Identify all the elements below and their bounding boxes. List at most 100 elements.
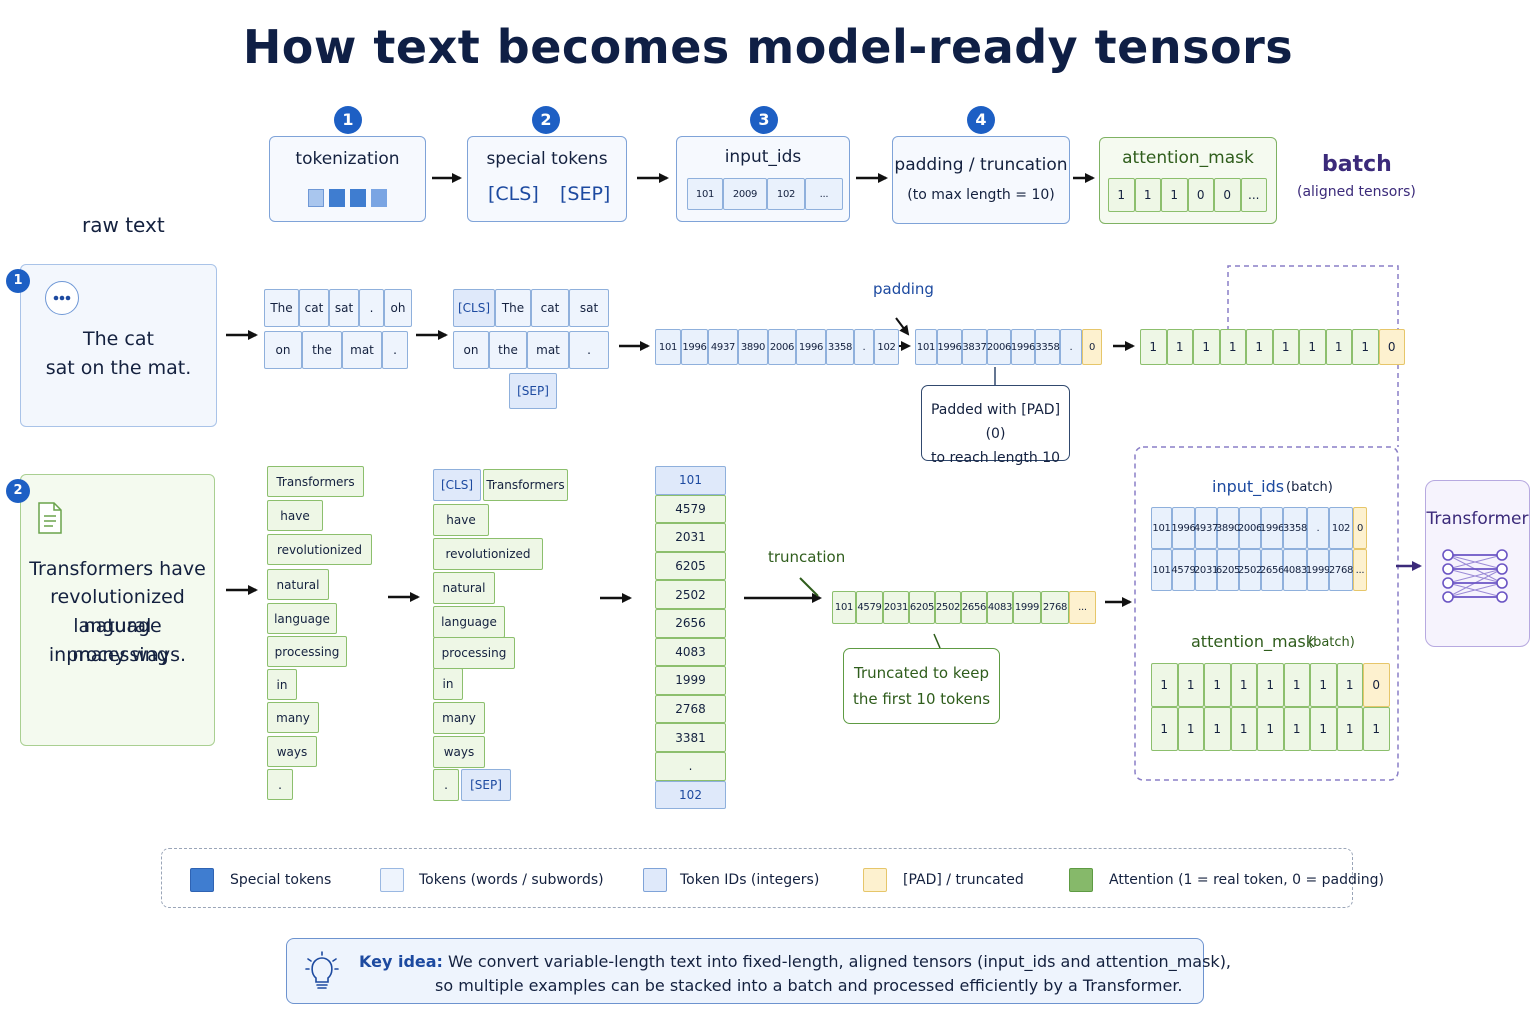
legend-label-tokens: Tokens (words / subwords) bbox=[419, 872, 604, 888]
token-cell: . bbox=[359, 289, 384, 327]
batch-mask-cell: 1 bbox=[1204, 707, 1231, 751]
token-cell: on bbox=[453, 331, 489, 369]
legend-swatch-special bbox=[190, 868, 214, 892]
batch-id-cell: 4937 bbox=[1194, 507, 1218, 549]
chat-bubble-icon bbox=[45, 281, 79, 315]
mask-cell: 1 bbox=[1166, 329, 1193, 365]
batch-mask-cell: 1 bbox=[1177, 707, 1204, 751]
example1-badge: 1 bbox=[6, 269, 30, 293]
batch-mask-cell: 1 bbox=[1257, 663, 1284, 707]
id-cell: 102 bbox=[874, 329, 899, 365]
id-cell: 2502 bbox=[655, 580, 726, 609]
truncation-note-line1: Truncated to keep bbox=[854, 664, 989, 682]
id-cell: 101 bbox=[832, 591, 856, 624]
batch-mask-cell: 1 bbox=[1310, 663, 1337, 707]
id-cell: . bbox=[1060, 329, 1082, 365]
example2-panel: Transformers have revolutionized natural… bbox=[20, 474, 215, 746]
token-cell: processing bbox=[267, 636, 347, 667]
raw-text-label: raw text bbox=[82, 213, 165, 237]
id-cell: 4083 bbox=[987, 591, 1013, 624]
batch-mask-cell: 1 bbox=[1363, 707, 1390, 751]
truncation-label: truncation bbox=[768, 548, 846, 566]
batch-id-cell: . bbox=[1307, 507, 1329, 549]
example2-text-line2: revolutionized natural bbox=[50, 586, 185, 637]
key-idea-box: Key idea: We convert variable-length tex… bbox=[286, 938, 1231, 1004]
id-cell: 3381 bbox=[655, 723, 726, 752]
legend-label-attention: Attention (1 = real token, 0 = padding) bbox=[1109, 872, 1384, 888]
truncation-note: Truncated to keep the first 10 tokens bbox=[843, 648, 1000, 724]
id-cell: 2768 bbox=[1041, 591, 1069, 624]
id-cell: 2006 bbox=[768, 329, 796, 365]
key-idea-bold: Key idea: bbox=[359, 952, 443, 971]
token-cell: on bbox=[264, 331, 302, 369]
batch-mask-cell: 1 bbox=[1230, 663, 1257, 707]
mask-cell: 1 bbox=[1299, 329, 1326, 365]
connector bbox=[799, 577, 819, 597]
id-cell: 1996 bbox=[1011, 329, 1035, 365]
mask-cell: 1 bbox=[1246, 329, 1273, 365]
batch-id-cell: 2768 bbox=[1329, 549, 1353, 591]
sep-token: [SEP] bbox=[560, 183, 611, 205]
mask-cell: 1 bbox=[1140, 329, 1167, 365]
step-badge-1: 1 bbox=[334, 106, 362, 134]
id-cell: 1996 bbox=[681, 329, 708, 365]
token-cell: . bbox=[382, 331, 408, 369]
token-cell: natural bbox=[267, 569, 329, 600]
batch-mask-cell: 1 bbox=[1310, 707, 1337, 751]
id-cell: . bbox=[655, 752, 726, 781]
batch-id-cell: 6205 bbox=[1216, 549, 1240, 591]
padding-label: padding bbox=[873, 280, 934, 298]
step-label: input_ids bbox=[724, 147, 802, 167]
batch-mask-sub: (batch) bbox=[1308, 635, 1355, 650]
padding-note: Padded with [PAD] (0) to reach length 10 bbox=[921, 385, 1070, 466]
batch-id-cell: 1996 bbox=[1171, 507, 1196, 549]
batch-id-cell: 2031 bbox=[1194, 549, 1218, 591]
batch-mask-cell: 1 bbox=[1177, 663, 1204, 707]
id-cell: 2031 bbox=[883, 591, 909, 624]
batch-mask-cell: 0 bbox=[1363, 663, 1390, 707]
token-cell: the bbox=[302, 331, 342, 369]
token-cell: in bbox=[433, 668, 463, 700]
id-cell: 3890 bbox=[738, 329, 768, 365]
padding-note-line1: Padded with [PAD] (0) bbox=[930, 402, 1061, 442]
step-label: padding / truncation bbox=[894, 155, 1068, 175]
id-cell: 4937 bbox=[708, 329, 738, 365]
token-cell: have bbox=[267, 500, 323, 531]
token-cell: mat bbox=[342, 331, 382, 369]
token-cell: ways bbox=[433, 736, 485, 768]
legend-label-ids: Token IDs (integers) bbox=[680, 872, 820, 888]
batch-id-cell: 102 bbox=[1329, 507, 1353, 549]
step-badge-3: 3 bbox=[750, 106, 778, 134]
token-cell: in bbox=[267, 669, 297, 700]
mask-cell: 1 bbox=[1272, 329, 1299, 365]
batch-mask-cell: 1 bbox=[1336, 663, 1363, 707]
mask-cell: 1 bbox=[1352, 329, 1379, 365]
example2-text-line4: in many ways. bbox=[48, 644, 187, 666]
id-cell: 102 bbox=[767, 178, 805, 210]
key-idea-line1: Key idea: We convert variable-length tex… bbox=[359, 952, 1231, 971]
batch-id-cell: 2006 bbox=[1238, 507, 1262, 549]
mask-cell: 1 bbox=[1325, 329, 1352, 365]
batch-id-cell: 4579 bbox=[1171, 549, 1196, 591]
token-cell: natural bbox=[433, 572, 495, 604]
batch-id-cell: 1996 bbox=[1260, 507, 1284, 549]
token-cell: the bbox=[489, 331, 527, 369]
id-cell: . bbox=[854, 329, 874, 365]
example2-text-line1: Transformers have bbox=[29, 558, 206, 580]
id-cell: 2006 bbox=[987, 329, 1011, 365]
id-cell: 1999 bbox=[655, 666, 726, 695]
token-cell: sat bbox=[329, 289, 359, 327]
id-cell: 3837 bbox=[962, 329, 987, 365]
id-cell: 4083 bbox=[655, 637, 726, 667]
step-special-tokens: special tokens [CLS] [SEP] bbox=[467, 136, 627, 222]
document-icon bbox=[37, 501, 63, 535]
step-badge-2: 2 bbox=[532, 106, 560, 134]
token-cell: . bbox=[569, 331, 609, 369]
example2-text-line3: language processing bbox=[66, 615, 169, 666]
batch-id-cell: 2656 bbox=[1260, 549, 1284, 591]
truncation-note-line2: the first 10 tokens bbox=[852, 690, 991, 708]
key-idea-line2: so multiple examples can be stacked into… bbox=[435, 976, 1183, 995]
id-cell: 0 bbox=[1082, 329, 1102, 365]
cls-token-cell: [CLS] bbox=[433, 469, 481, 501]
lightbulb-icon bbox=[305, 951, 339, 989]
